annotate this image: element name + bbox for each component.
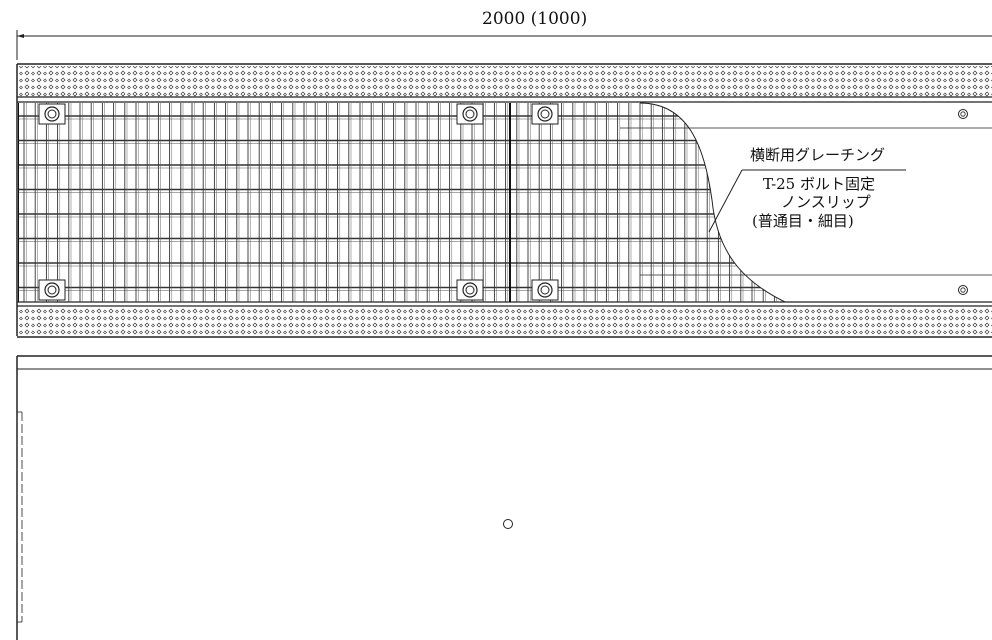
callout-spec-line-3: (普通目・細目) bbox=[752, 212, 854, 230]
callout-spec-line-1: T-25 ボルト固定 bbox=[763, 175, 875, 193]
drain-hole-icon bbox=[503, 519, 513, 529]
grating-callout: 横断用グレーチング T-25 ボルト固定 ノンスリップ (普通目・細目) bbox=[708, 146, 906, 233]
callout-title: 横断用グレーチング bbox=[750, 146, 885, 164]
bolt-icon bbox=[958, 285, 968, 295]
callout-spec-line-2: ノンスリップ bbox=[781, 193, 871, 211]
bolt-icon bbox=[958, 109, 968, 119]
dimension-line: 2000 (1000) bbox=[16, 9, 992, 60]
dimension-label: 2000 (1000) bbox=[482, 9, 587, 29]
bottom-concrete-strip bbox=[18, 307, 992, 337]
grating-break-line bbox=[639, 102, 786, 303]
plan-view bbox=[16, 63, 992, 338]
side-view bbox=[16, 355, 992, 640]
grating-mesh bbox=[18, 103, 785, 302]
top-concrete-strip bbox=[18, 66, 992, 97]
